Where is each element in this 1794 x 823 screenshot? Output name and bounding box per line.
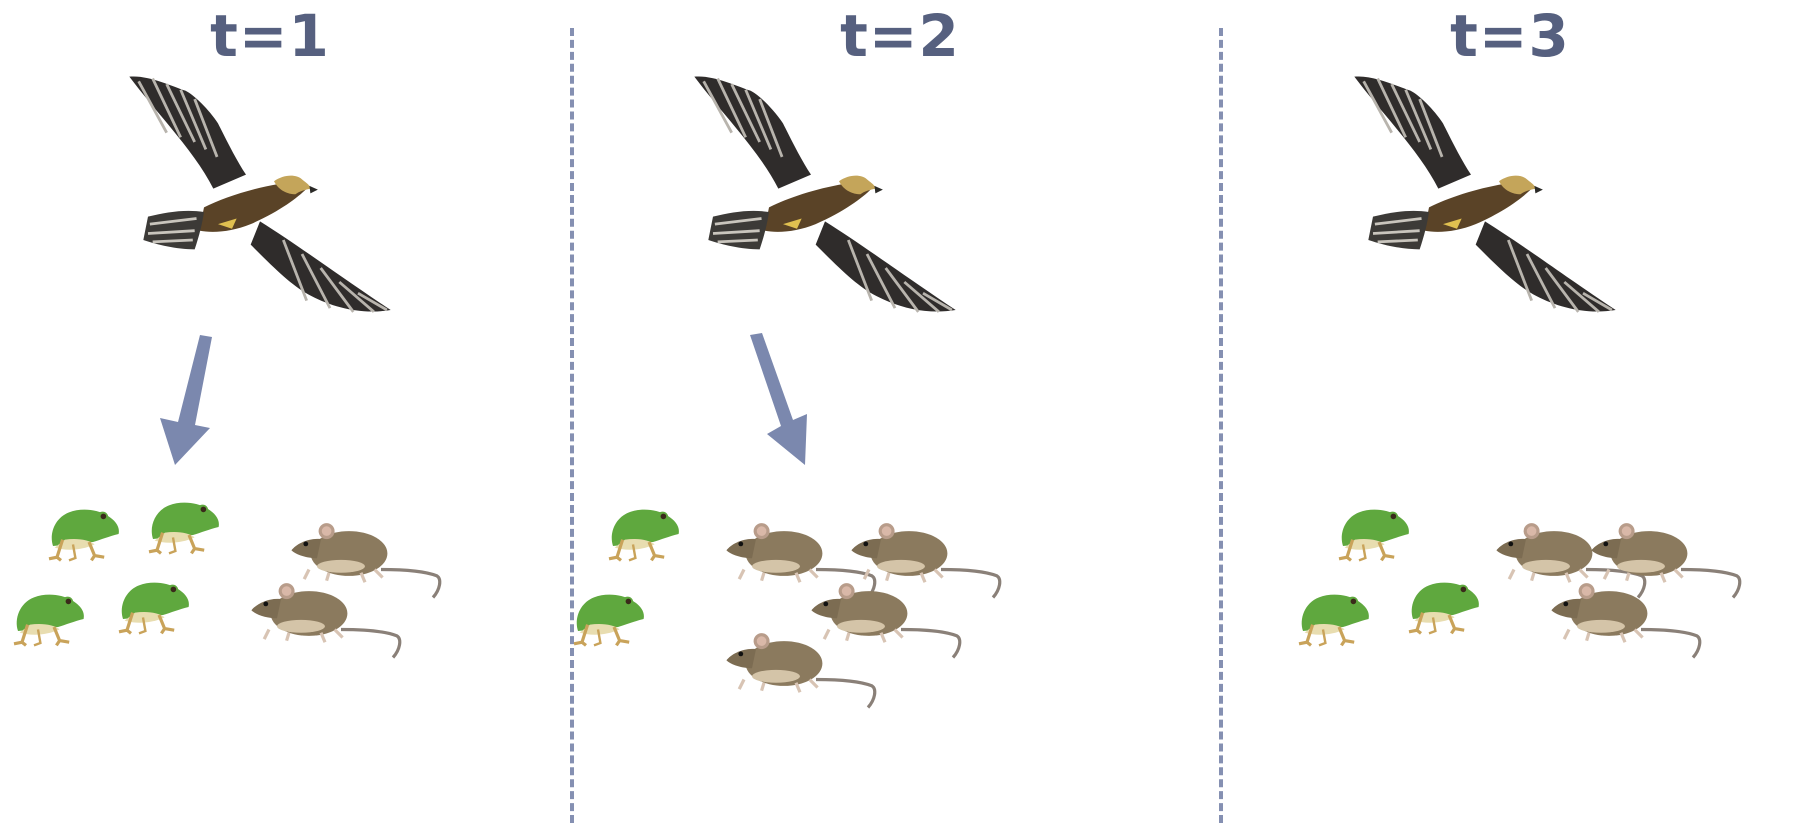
mouse-icon — [245, 570, 405, 665]
panel-t1: t=1 — [0, 0, 570, 823]
frog-icon — [605, 495, 685, 565]
divider — [570, 28, 574, 823]
frog-icon — [10, 580, 90, 650]
eagle-icon — [1345, 58, 1625, 338]
panel-t3: t=3 — [1225, 0, 1794, 823]
frog-icon — [145, 488, 225, 558]
divider — [1219, 28, 1223, 823]
frog-icon — [1335, 495, 1415, 565]
mouse-icon — [720, 620, 880, 715]
frog-icon — [1405, 568, 1485, 638]
mouse-icon — [1545, 570, 1705, 665]
frog-icon — [1295, 580, 1375, 650]
panel-t2: t=2 — [575, 0, 1215, 823]
arrow-icon — [745, 330, 825, 470]
frog-icon — [570, 580, 650, 650]
eagle-icon — [120, 58, 400, 338]
arrow-icon — [150, 330, 230, 470]
frog-icon — [115, 568, 195, 638]
frog-icon — [45, 495, 125, 565]
eagle-icon — [685, 58, 965, 338]
